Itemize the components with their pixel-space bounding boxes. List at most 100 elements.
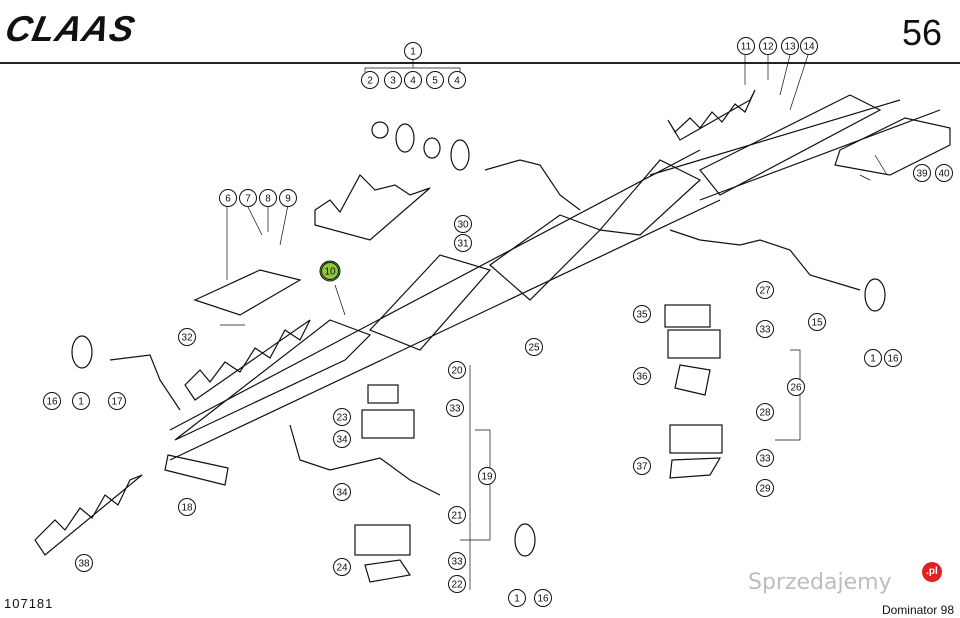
callout-label: 32 bbox=[181, 333, 193, 344]
callout-1: 1 bbox=[72, 392, 90, 410]
callout-circle bbox=[478, 467, 496, 485]
callout-label: 33 bbox=[759, 454, 771, 465]
main-rail-lower bbox=[169, 199, 721, 461]
callout-33: 33 bbox=[446, 399, 464, 417]
callout-circle bbox=[759, 37, 777, 55]
block-bottom-center bbox=[354, 524, 411, 556]
callout-label: 33 bbox=[759, 325, 771, 336]
callout-label: 14 bbox=[803, 42, 815, 53]
callout-label: 8 bbox=[265, 194, 271, 205]
watermark: Sprzedajemy bbox=[748, 570, 892, 595]
header-rule bbox=[0, 62, 960, 64]
disc-4a bbox=[395, 123, 415, 153]
toothed-strip-32 bbox=[184, 319, 311, 401]
callout-10: 10 bbox=[321, 262, 339, 280]
callout-label: 24 bbox=[336, 563, 348, 574]
callout-label: 35 bbox=[636, 310, 648, 321]
callout-circle bbox=[333, 483, 351, 501]
callout-31: 31 bbox=[454, 234, 472, 252]
callout-32: 32 bbox=[178, 328, 196, 346]
callout-40: 40 bbox=[935, 164, 953, 182]
callout-circle bbox=[633, 305, 651, 323]
toothed-strip-38 bbox=[34, 474, 143, 556]
rear-rail bbox=[649, 99, 901, 176]
callout-15: 15 bbox=[808, 313, 826, 331]
callout-label: 11 bbox=[741, 42, 752, 53]
disc-1-bottom bbox=[514, 523, 536, 557]
callout-label: 28 bbox=[759, 408, 771, 419]
callout-9: 9 bbox=[279, 189, 297, 207]
callout-1: 1 bbox=[864, 349, 882, 367]
callout-33: 33 bbox=[756, 320, 774, 338]
finger-plates-6 bbox=[193, 269, 302, 316]
callout-37: 37 bbox=[633, 457, 651, 475]
callout-circle bbox=[808, 313, 826, 331]
callout-4: 4 bbox=[404, 71, 422, 89]
callout-7: 7 bbox=[239, 189, 257, 207]
main-rail-upper bbox=[169, 149, 701, 431]
callout-circle bbox=[178, 328, 196, 346]
callout-label: 16 bbox=[537, 594, 549, 605]
callout-circle bbox=[913, 164, 931, 182]
callout-label: 23 bbox=[336, 413, 348, 424]
callout-circle bbox=[446, 399, 464, 417]
bracket-35 bbox=[664, 304, 711, 328]
callout-label: 33 bbox=[449, 404, 461, 415]
callout-label: 12 bbox=[762, 42, 774, 53]
crank-shaft-lower bbox=[289, 424, 441, 496]
model-name: Dominator 98 bbox=[881, 603, 954, 617]
step-section-5 bbox=[699, 94, 882, 196]
callout-label: 39 bbox=[916, 169, 928, 180]
callout-22: 22 bbox=[448, 575, 466, 593]
callout-label: 1 bbox=[514, 594, 520, 605]
callout-circle bbox=[448, 575, 466, 593]
callout-circle bbox=[787, 378, 805, 396]
callout-3: 3 bbox=[384, 71, 402, 89]
toothed-strip-11 bbox=[667, 89, 756, 141]
callout-label: 1 bbox=[410, 47, 416, 58]
callout-label: 34 bbox=[336, 435, 348, 446]
callout-label: 3 bbox=[390, 76, 396, 87]
disc-1-right bbox=[864, 278, 886, 312]
callout-5: 5 bbox=[426, 71, 444, 89]
callout-1: 1 bbox=[404, 42, 422, 60]
callout-circle bbox=[333, 430, 351, 448]
callout-34: 34 bbox=[333, 430, 351, 448]
callout-18: 18 bbox=[178, 498, 196, 516]
block-top-center bbox=[361, 409, 415, 439]
callout-34: 34 bbox=[333, 483, 351, 501]
callout-circle bbox=[534, 589, 552, 607]
block-bottom-right bbox=[669, 424, 723, 454]
callout-35: 35 bbox=[633, 305, 651, 323]
callout-circle bbox=[219, 189, 237, 207]
callout-38: 38 bbox=[75, 554, 93, 572]
callout-21: 21 bbox=[448, 506, 466, 524]
callout-circle bbox=[737, 37, 755, 55]
callout-circle bbox=[361, 71, 379, 89]
rear-tray bbox=[834, 117, 951, 176]
callout-label: 2 bbox=[367, 76, 373, 87]
callout-label: 38 bbox=[78, 559, 90, 570]
callout-circle bbox=[756, 320, 774, 338]
callout-circle bbox=[279, 189, 297, 207]
callout-1: 1 bbox=[508, 589, 526, 607]
callout-label: 9 bbox=[285, 194, 291, 205]
grate-18 bbox=[164, 454, 229, 486]
callout-label: 5 bbox=[432, 76, 438, 87]
callout-circle bbox=[864, 349, 882, 367]
callout-16: 16 bbox=[534, 589, 552, 607]
callout-label: 1 bbox=[870, 354, 876, 365]
callout-24: 24 bbox=[333, 558, 351, 576]
callout-circle bbox=[43, 392, 61, 410]
callout-circle bbox=[525, 338, 543, 356]
callout-circle bbox=[426, 71, 444, 89]
callout-33: 33 bbox=[448, 552, 466, 570]
callout-circle bbox=[633, 367, 651, 385]
callout-label: 13 bbox=[784, 42, 796, 53]
callout-12: 12 bbox=[759, 37, 777, 55]
callout-8: 8 bbox=[259, 189, 277, 207]
callout-28: 28 bbox=[756, 403, 774, 421]
callout-circle bbox=[75, 554, 93, 572]
plate-24 bbox=[364, 559, 412, 583]
callout-label: 7 bbox=[245, 194, 251, 205]
